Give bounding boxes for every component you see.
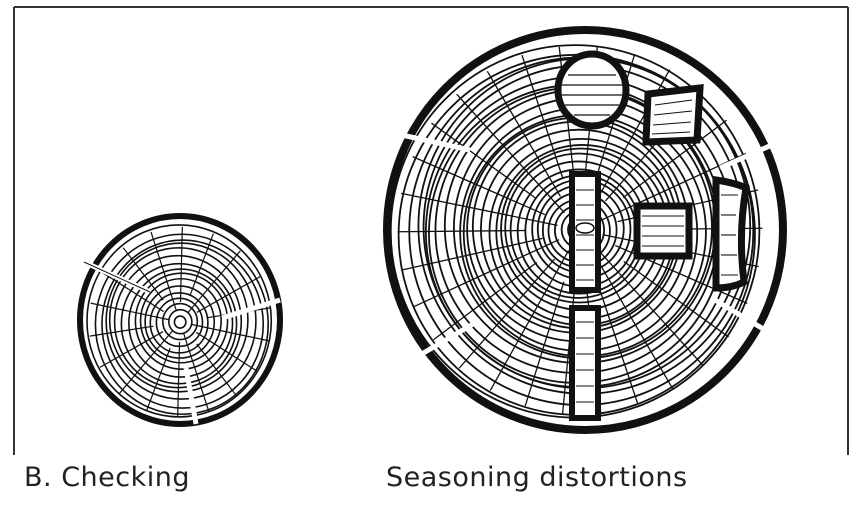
distortion-cupped-board	[716, 180, 746, 288]
distortion-upper-plank	[572, 174, 598, 290]
distortion-center-square	[637, 206, 689, 256]
seasoning-log	[387, 30, 783, 430]
distortion-circle	[558, 54, 626, 126]
distortion-diamond-square	[646, 88, 700, 142]
distortion-lower-plank	[572, 308, 598, 418]
seasoning-distortions-caption: Seasoning distortions	[386, 462, 688, 493]
checking-caption: B. Checking	[24, 462, 190, 493]
checking-log	[80, 216, 280, 424]
